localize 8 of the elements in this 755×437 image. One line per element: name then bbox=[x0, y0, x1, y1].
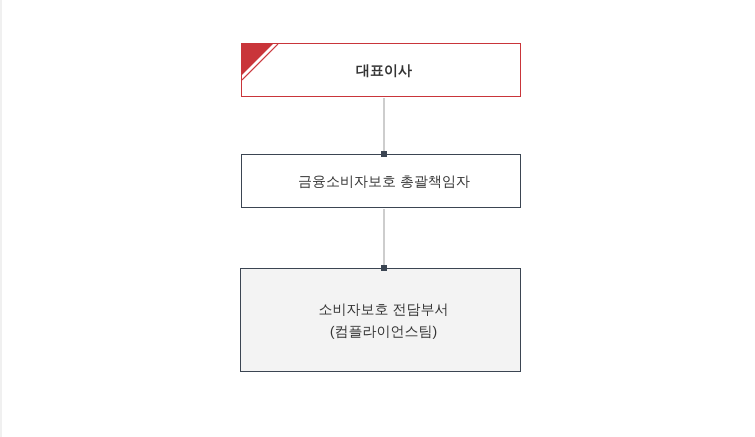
org-chart-box bbox=[240, 268, 521, 372]
org-chart-box bbox=[241, 43, 521, 97]
org-chart-box bbox=[241, 154, 521, 208]
connector-line bbox=[381, 98, 387, 157]
node-label: 대표이사 bbox=[355, 60, 412, 80]
node-label: 금융소비자보호 총괄책임자 bbox=[297, 172, 470, 190]
node-label: 소비자보호 전담부서 (컴플라이언스팀) bbox=[318, 300, 450, 341]
connector-line bbox=[381, 208, 387, 271]
